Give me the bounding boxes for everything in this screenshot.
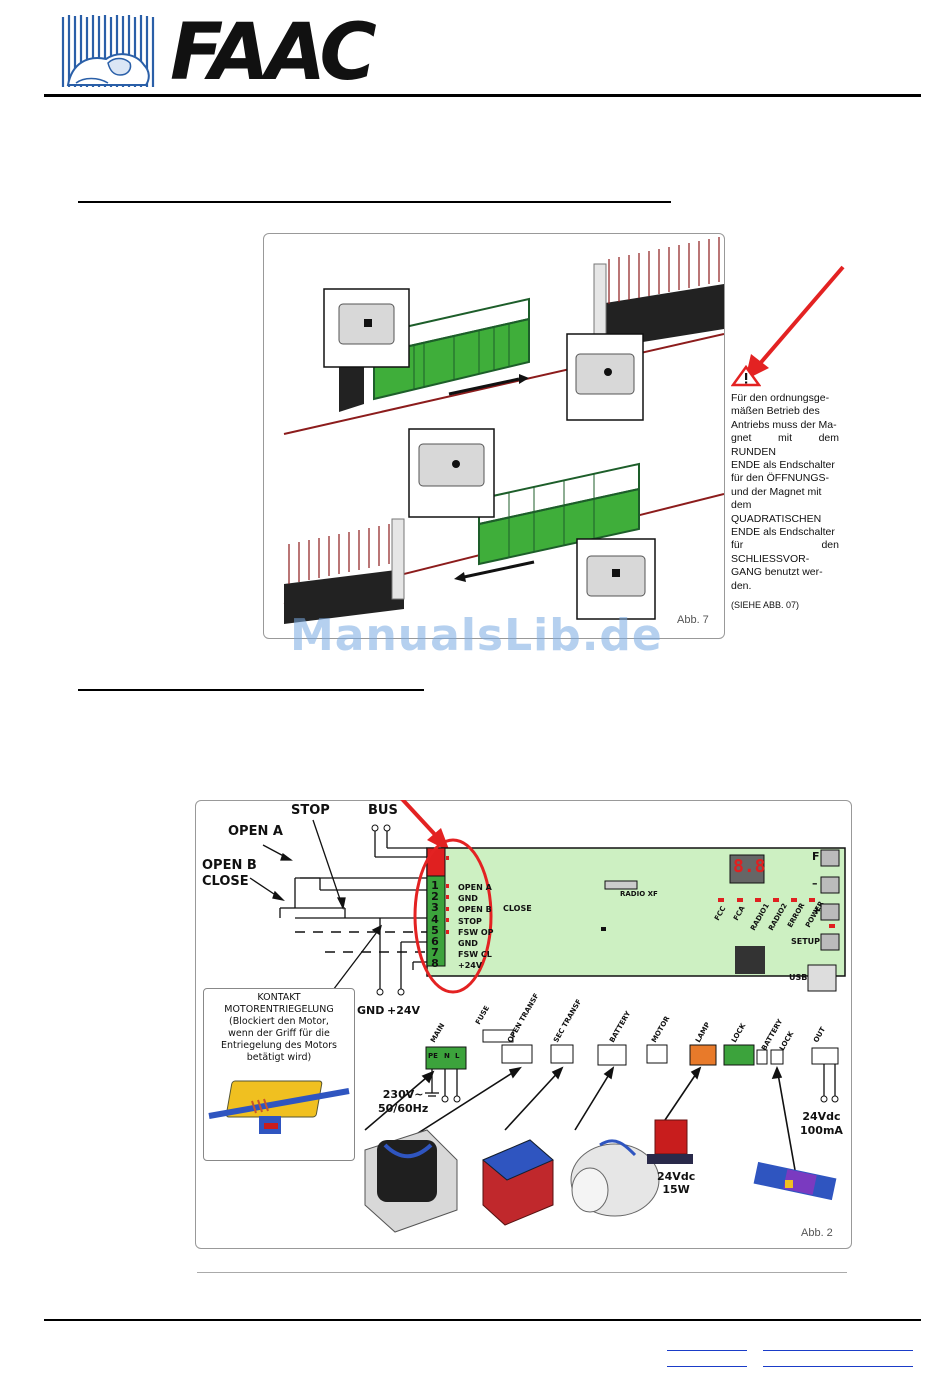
warning-line: ENDE als Endschalter — [731, 459, 835, 472]
figure-bottom-rule — [197, 1272, 847, 1273]
terminal-label: OPEN A — [458, 883, 492, 892]
main-pin-label: PE — [428, 1052, 438, 1060]
footer-link[interactable] — [763, 1350, 913, 1351]
mains-voltage: 230V~ — [382, 1088, 424, 1101]
bus-label: BUS — [368, 803, 398, 818]
section-heading-line — [78, 689, 424, 691]
main-pin-label: N — [444, 1052, 450, 1060]
section-heading-line — [78, 201, 671, 203]
lamp-power: 15W — [662, 1183, 690, 1196]
setup-button-label: SETUP — [791, 937, 821, 946]
terminal-number: 8 — [431, 957, 439, 971]
warning-line: GANG benutzt wer- — [731, 566, 823, 579]
warning-line: ENDE als Endschalter — [731, 526, 835, 539]
footer-divider — [44, 1319, 921, 1321]
out-spec: 24Vdc 100mA — [800, 1110, 843, 1138]
unlock-switch-illustration — [208, 1080, 350, 1134]
warning-line: den. — [731, 579, 752, 592]
box-line: wenn der Griff für die — [228, 1028, 330, 1039]
terminal-label: OPEN B — [458, 905, 492, 915]
watermark-text: ManualsLib.de — [290, 610, 663, 661]
mains-label: 230V~ 50/60Hz — [378, 1088, 428, 1116]
footer-link-underline — [763, 1366, 913, 1367]
warning-line: gnet mit dem RUNDEN — [731, 432, 839, 458]
box-subtitle: MOTORENTRIEGELUNG — [224, 1004, 334, 1015]
terminal-label: STOP — [458, 916, 482, 926]
close-label: CLOSE — [202, 874, 249, 889]
terminal-number: 5 — [431, 923, 439, 937]
open-b-label: OPEN B — [202, 858, 257, 873]
gate-illustration — [283, 237, 724, 624]
lamp-voltage: 24Vdc — [657, 1170, 696, 1183]
figure-7: Abb. 7 — [263, 233, 725, 639]
warning-line: und der Magnet mit — [731, 485, 822, 498]
minus-button-label: – — [812, 877, 818, 890]
terminal-number: 2 — [431, 890, 439, 904]
close-suffix-label: CLOSE — [503, 904, 532, 913]
lion-logo-icon — [58, 13, 158, 89]
wiring-diagram — [249, 800, 846, 1233]
warning-line: Antriebs muss der Ma- — [731, 418, 837, 431]
box-title: KONTAKT — [257, 992, 301, 1003]
terminal-label: GND — [458, 894, 478, 904]
warning-line: dem QUADRATISCHEN — [731, 499, 822, 525]
terminal-label: +24V — [458, 961, 483, 971]
terminal-number: 4 — [431, 912, 439, 926]
lamp-spec: 24Vdc 15W — [657, 1170, 695, 1196]
box-line: (Blockiert den Motor, — [229, 1016, 329, 1027]
status-display: 8.8 — [733, 856, 766, 877]
warning-line: für den ÖFFNUNGS- — [731, 472, 830, 485]
warning-line: für den SCHLIESSVOR- — [731, 539, 839, 565]
footer-link[interactable] — [667, 1350, 747, 1351]
warning-line: Für den ordnungsge- — [731, 392, 830, 404]
gnd-label: GND — [357, 1004, 385, 1017]
out-voltage: 24Vdc — [802, 1110, 841, 1123]
open-a-label: OPEN A — [228, 824, 283, 839]
terminal-labels: OPEN A GND OPEN B STOP FSW OP GND FSW CL… — [458, 882, 494, 972]
terminal-label: FSW OP — [458, 927, 494, 937]
terminal-number: 3 — [431, 901, 439, 915]
box-line: betätigt wird) — [246, 1052, 312, 1063]
terminal-number: 6 — [431, 935, 439, 949]
brand-logo-text: FAAC — [170, 8, 377, 98]
box-line: Entriegelung des Motors — [221, 1040, 337, 1051]
warning-icon — [731, 365, 761, 387]
warning-text: Für den ordnungsge- mäßen Betrieb des An… — [731, 392, 839, 613]
terminal-label: FSW CL — [458, 950, 492, 960]
main-pin-label: L — [455, 1052, 460, 1060]
radio-label: RADIO XF — [620, 890, 658, 898]
header-divider — [44, 94, 921, 97]
usb-port-label: USB — [789, 973, 808, 982]
stop-label: STOP — [291, 803, 330, 818]
terminal-label: GND — [458, 939, 478, 949]
terminal-number: 1 — [431, 879, 439, 892]
f-button-label: F — [812, 850, 820, 863]
plus-button-label: + — [812, 904, 822, 917]
terminal-numbers: 1 2 3 4 5 6 7 8 — [428, 880, 442, 970]
terminal-number: 7 — [431, 946, 439, 960]
figure-2-label: Abb. 2 — [801, 1227, 833, 1239]
warning-reference: (SIEHE ABB. 07) — [731, 600, 800, 611]
warning-line: mäßen Betrieb des — [731, 405, 820, 418]
figure-7-label: Abb. 7 — [677, 614, 709, 626]
out-current: 100mA — [800, 1124, 843, 1137]
mains-frequency: 50/60Hz — [378, 1102, 429, 1115]
footer-link-underline — [667, 1366, 747, 1367]
motor-unlock-box: KONTAKT MOTORENTRIEGELUNG (Blockiert den… — [203, 988, 355, 1161]
plus-24v-label: +24V — [387, 1004, 421, 1017]
